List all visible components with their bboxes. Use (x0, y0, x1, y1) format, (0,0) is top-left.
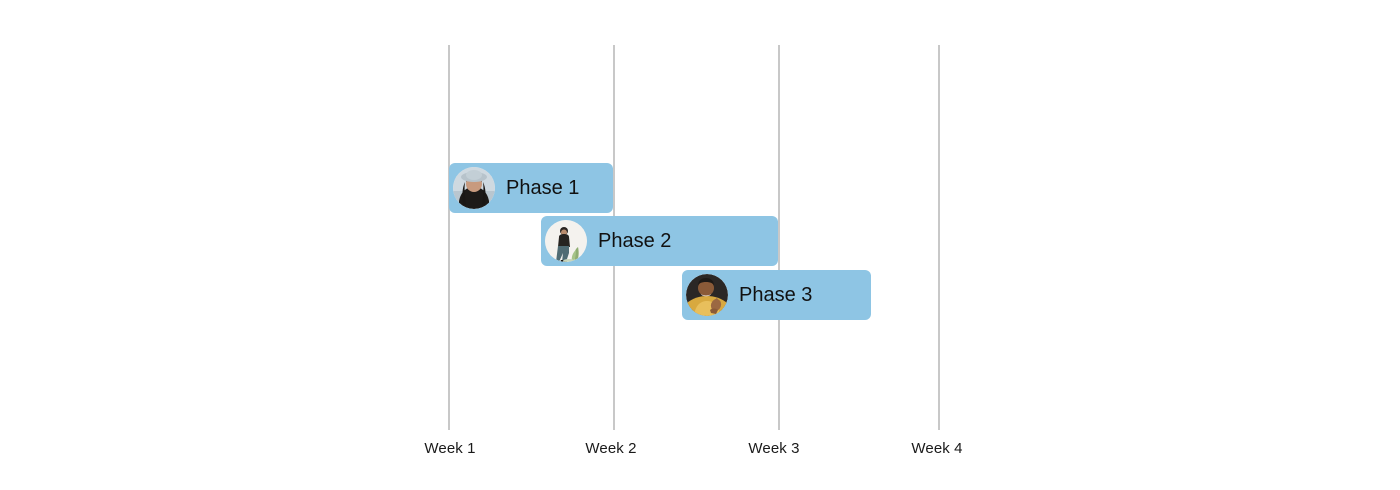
gantt-bar-phase-3[interactable]: Phase 3 (682, 270, 871, 320)
avatar-man-smiling-icon (686, 274, 728, 316)
gantt-bar-phase-2[interactable]: Phase 2 (541, 216, 778, 266)
gantt-bar-label-phase-3: Phase 3 (739, 284, 813, 306)
axis-label-week-2: Week 2 (585, 440, 637, 457)
gridline-week-1 (448, 45, 450, 430)
avatar-man-standing-icon (545, 220, 587, 262)
gridline-week-4 (938, 45, 940, 430)
axis-label-week-4: Week 4 (911, 440, 963, 457)
gantt-bar-label-phase-2: Phase 2 (598, 230, 672, 252)
axis-label-week-3: Week 3 (748, 440, 800, 457)
axis-label-week-1: Week 1 (424, 440, 476, 457)
gantt-bar-phase-1[interactable]: Phase 1 (449, 163, 613, 213)
avatar-woman-hat-icon (453, 167, 495, 209)
gridline-week-3 (778, 45, 780, 430)
gantt-bar-label-phase-1: Phase 1 (506, 177, 580, 199)
